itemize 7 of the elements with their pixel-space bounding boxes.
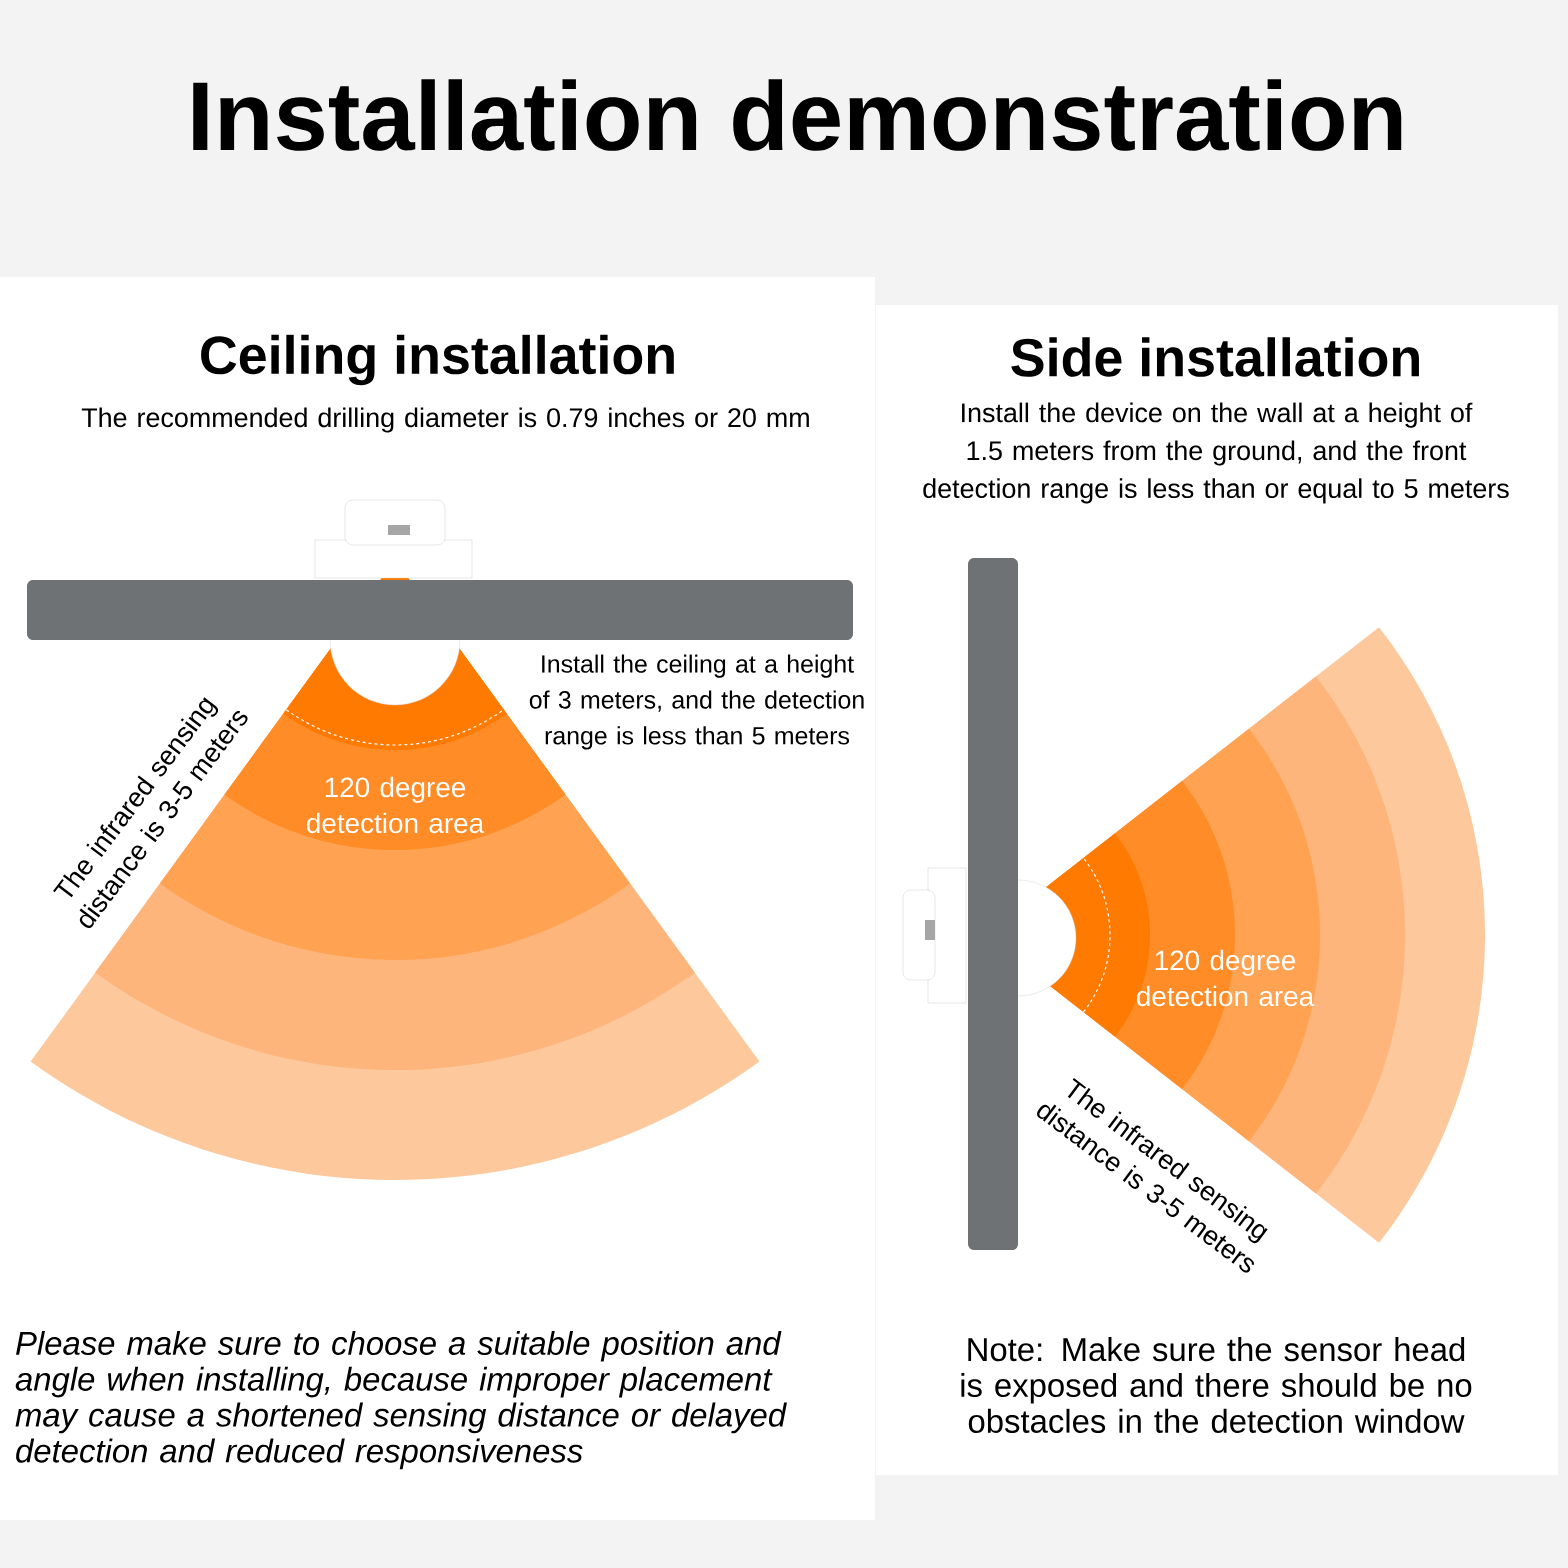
description: Install the device on the wall at a height of 1.5 meters from the ground, and the front detection range is less than or equal to 5 meters (923, 402, 1509, 504)
note: Please make sure to choose a suitable position and angle when installing, because improper placement may cause a shortened sensing distance or delayed detection and reduced responsiveness (15, 1330, 787, 1470)
heading: Side installation (1011, 337, 1419, 377)
page-title: Installation demonstration (193, 79, 1402, 151)
description: The recommended drilling diameter is 0.79 inches or 20 mm (81, 407, 809, 433)
note: Note: Make sure the sensor head is exposed and there should be no obstacles in the detection window (961, 1337, 1472, 1433)
heading: Ceiling installation (201, 334, 674, 386)
